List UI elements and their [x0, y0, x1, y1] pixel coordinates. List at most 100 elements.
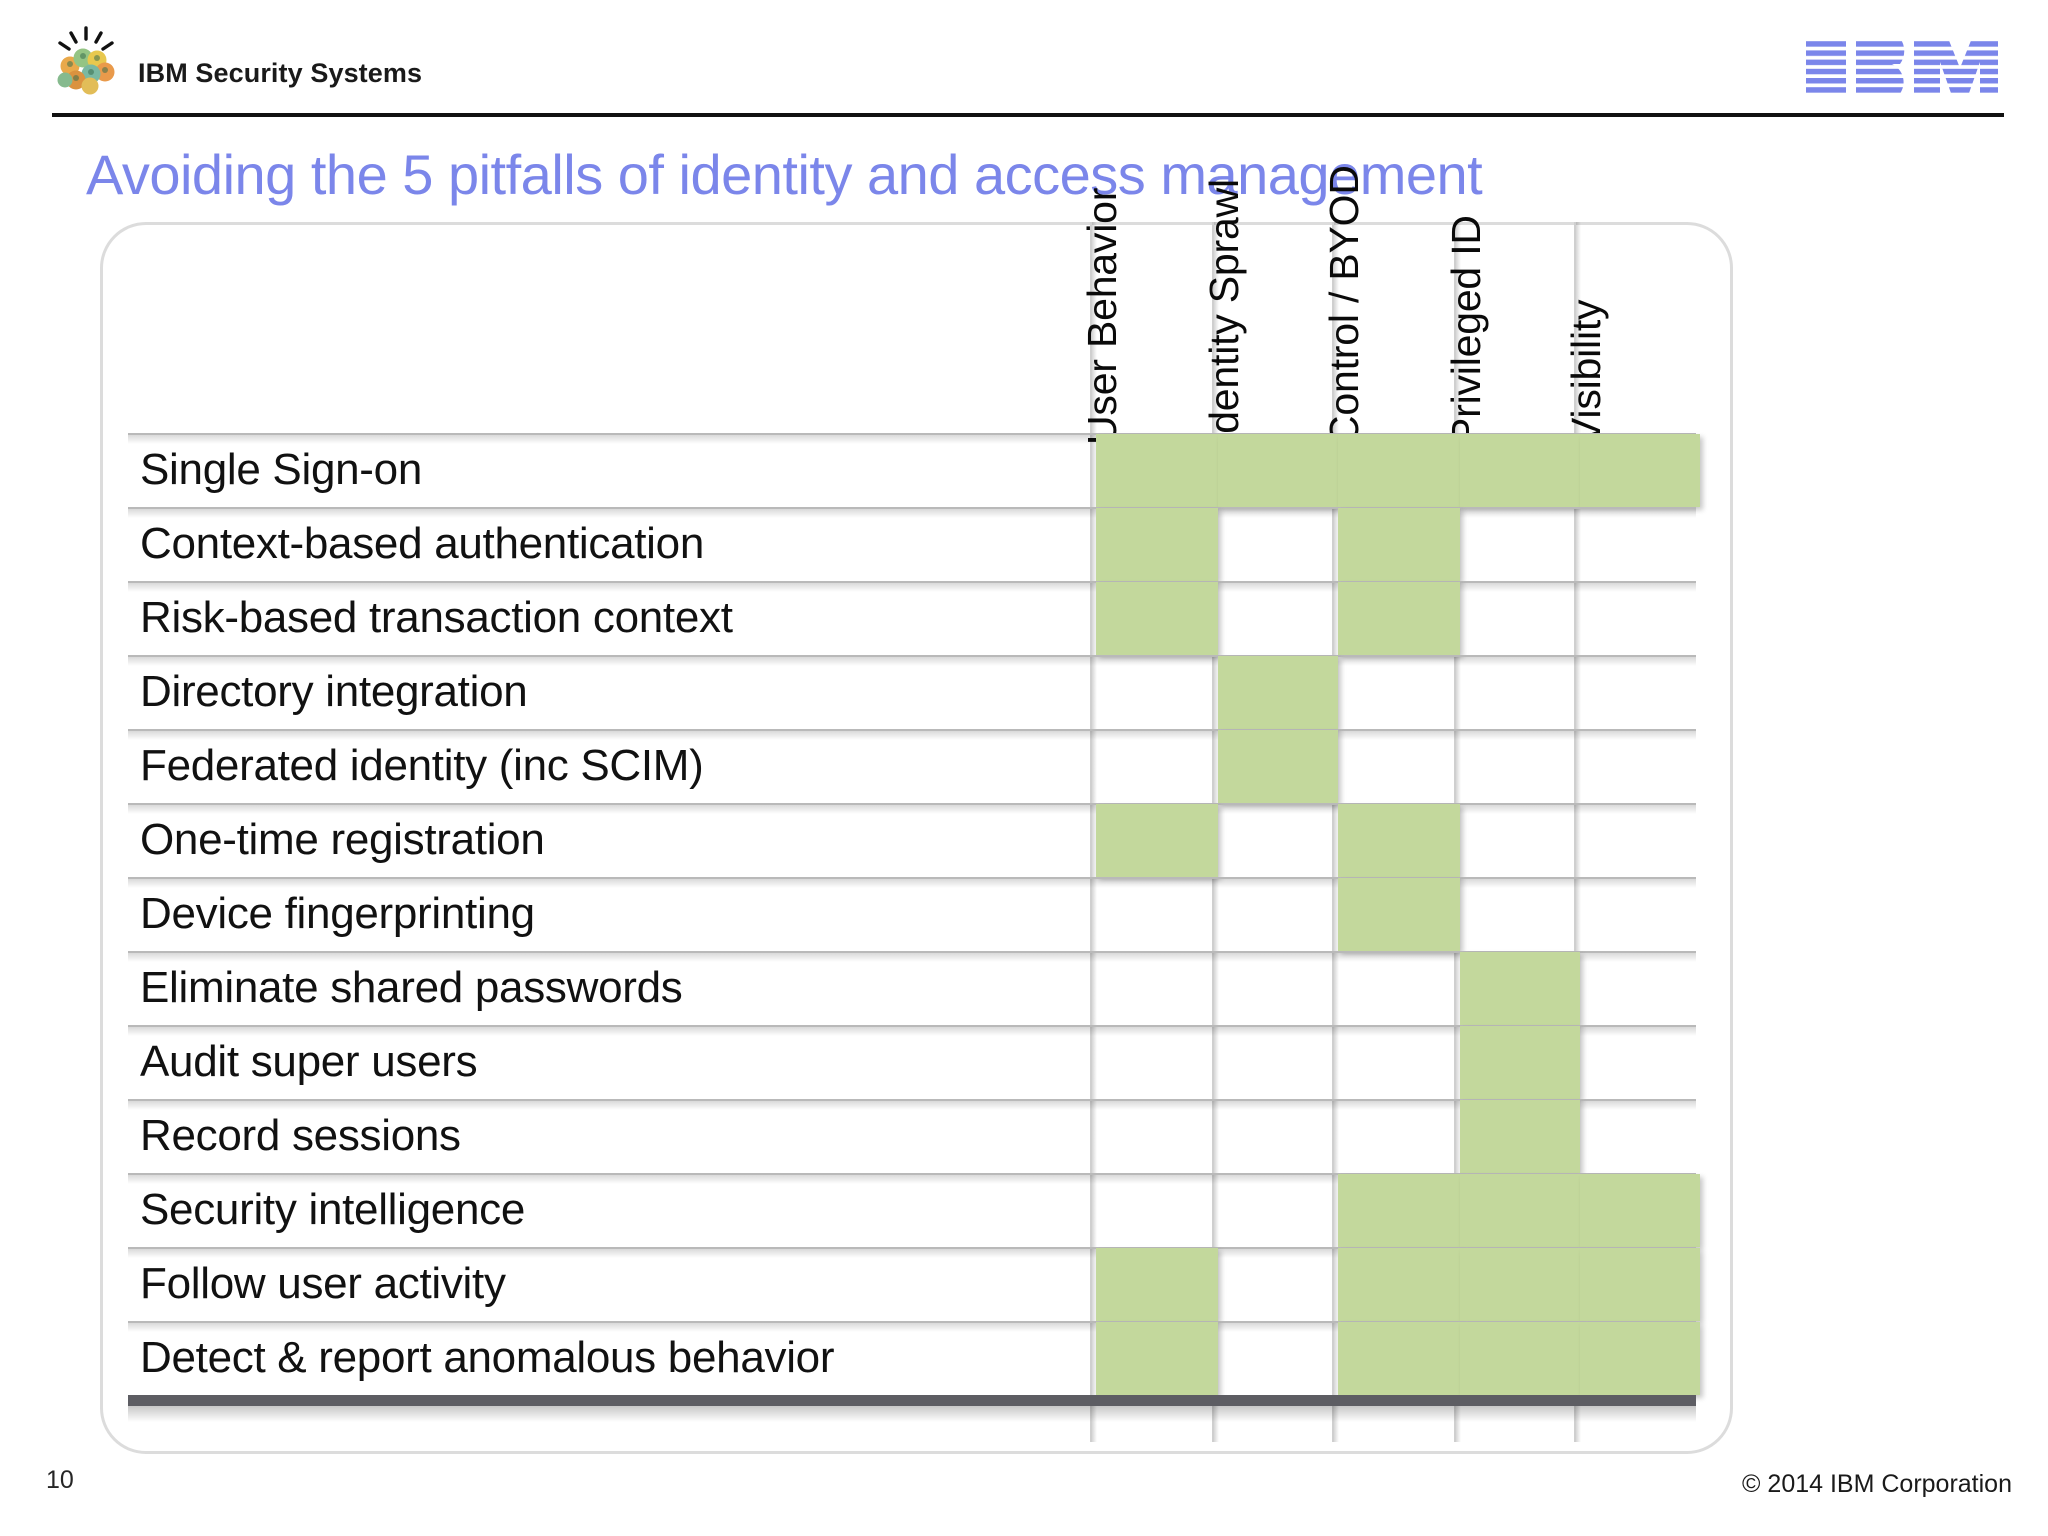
row-label: Device fingerprinting — [140, 889, 535, 938]
matrix-cell-filled — [1580, 434, 1700, 507]
matrix-cell-empty — [1460, 878, 1580, 951]
matrix-cell-empty — [1460, 730, 1580, 803]
brand-name: IBM Security Systems — [138, 58, 423, 88]
matrix-cell-empty — [1460, 508, 1580, 581]
row-divider — [128, 581, 1696, 592]
table-row: Record sessions — [128, 1099, 1733, 1173]
matrix-cell-filled — [1096, 1248, 1218, 1321]
matrix-cell-empty — [1218, 878, 1338, 951]
matrix-cell-filled — [1218, 730, 1338, 803]
matrix-cell-filled — [1460, 1322, 1580, 1395]
matrix-cell-filled — [1338, 804, 1460, 877]
matrix-cell-empty — [1096, 952, 1218, 1025]
table-row: Risk-based transaction context — [128, 581, 1733, 655]
matrix-cell-filled — [1338, 508, 1460, 581]
matrix-cell-filled — [1580, 1174, 1700, 1247]
matrix-cell-empty — [1338, 730, 1460, 803]
row-label: Security intelligence — [140, 1185, 526, 1234]
table-row: One-time registration — [128, 803, 1733, 877]
row-label: Context-based authentication — [140, 519, 704, 568]
matrix-cell-empty — [1338, 656, 1460, 729]
matrix-cell-empty — [1580, 656, 1700, 729]
row-label: Risk-based transaction context — [140, 593, 733, 642]
matrix-cell-filled — [1460, 952, 1580, 1025]
matrix-cell-empty — [1580, 878, 1700, 951]
table-row: Device fingerprinting — [128, 877, 1733, 951]
matrix-cell-empty — [1218, 1174, 1338, 1247]
matrix-cell-filled — [1338, 434, 1460, 507]
table-row: Federated identity (inc SCIM) — [128, 729, 1733, 803]
matrix-cell-empty — [1096, 1100, 1218, 1173]
matrix-cell-empty — [1460, 582, 1580, 655]
matrix-cell-empty — [1096, 730, 1218, 803]
matrix-cell-filled — [1338, 878, 1460, 951]
matrix-cell-empty — [1338, 1100, 1460, 1173]
table-row: Directory integration — [128, 655, 1733, 729]
matrix-cell-filled — [1580, 1248, 1700, 1321]
matrix-cell-empty — [1580, 730, 1700, 803]
table-row: Follow user activity — [128, 1247, 1733, 1321]
matrix-cell-filled — [1460, 1248, 1580, 1321]
row-divider — [128, 1321, 1696, 1332]
row-label: Detect & report anomalous behavior — [140, 1333, 835, 1382]
row-label: Single Sign-on — [140, 445, 422, 494]
table-row: Security intelligence — [128, 1173, 1733, 1247]
row-label: Federated identity (inc SCIM) — [140, 741, 704, 790]
row-divider — [128, 433, 1696, 444]
matrix-cell-filled — [1338, 582, 1460, 655]
matrix-cell-filled — [1096, 434, 1218, 507]
matrix-cell-empty — [1338, 1026, 1460, 1099]
table-row: Audit super users — [128, 1025, 1733, 1099]
row-divider — [128, 1025, 1696, 1036]
table-row: Context-based authentication — [128, 507, 1733, 581]
matrix-cell-empty — [1580, 1026, 1700, 1099]
matrix-cell-filled — [1460, 1026, 1580, 1099]
row-label: One-time registration — [140, 815, 545, 864]
row-label: Eliminate shared passwords — [140, 963, 683, 1012]
matrix-cell-empty — [1218, 1248, 1338, 1321]
matrix-cell-filled — [1460, 1100, 1580, 1173]
matrix-cell-empty — [1096, 656, 1218, 729]
matrix-cell-empty — [1096, 1174, 1218, 1247]
row-label: Directory integration — [140, 667, 528, 716]
matrix-cell-empty — [1580, 508, 1700, 581]
row-label: Audit super users — [140, 1037, 478, 1086]
matrix-cell-empty — [1218, 1322, 1338, 1395]
matrix-cell-empty — [1460, 656, 1580, 729]
header-divider — [52, 113, 2004, 117]
matrix-cell-filled — [1218, 434, 1338, 507]
matrix-cell-empty — [1580, 804, 1700, 877]
ibm-striped-logo — [1802, 32, 1998, 102]
matrix-cell-filled — [1580, 1322, 1700, 1395]
matrix-cell-empty — [1460, 804, 1580, 877]
row-label: Record sessions — [140, 1111, 461, 1160]
row-divider — [128, 655, 1696, 666]
matrix-cell-empty — [1218, 1100, 1338, 1173]
matrix-cell-empty — [1580, 1100, 1700, 1173]
row-divider — [128, 507, 1696, 518]
matrix-cell-empty — [1218, 582, 1338, 655]
row-label: Follow user activity — [140, 1259, 506, 1308]
matrix-cell-empty — [1218, 1026, 1338, 1099]
copyright-notice: © 2014 IBM Corporation — [1742, 1470, 2012, 1498]
matrix-cell-filled — [1338, 1322, 1460, 1395]
security-people-cluster-icon — [50, 22, 124, 96]
table-row: Eliminate shared passwords — [128, 951, 1733, 1025]
column-gridline-3 — [1332, 222, 1339, 1442]
matrix-cell-filled — [1218, 656, 1338, 729]
page-number: 10 — [46, 1466, 74, 1494]
matrix-cell-filled — [1096, 508, 1218, 581]
matrix-bottom-bar — [128, 1395, 1696, 1422]
brand-lockup: IBM Security Systems — [50, 22, 422, 96]
matrix-cell-empty — [1580, 952, 1700, 1025]
matrix-cell-empty — [1096, 878, 1218, 951]
table-row: Single Sign-on — [128, 433, 1733, 507]
matrix-cell-empty — [1580, 582, 1700, 655]
matrix-cell-filled — [1096, 804, 1218, 877]
slide-header: IBM Security Systems — [0, 0, 2048, 125]
matrix-cell-empty — [1218, 508, 1338, 581]
page-title: Avoiding the 5 pitfalls of identity and … — [86, 143, 1483, 206]
